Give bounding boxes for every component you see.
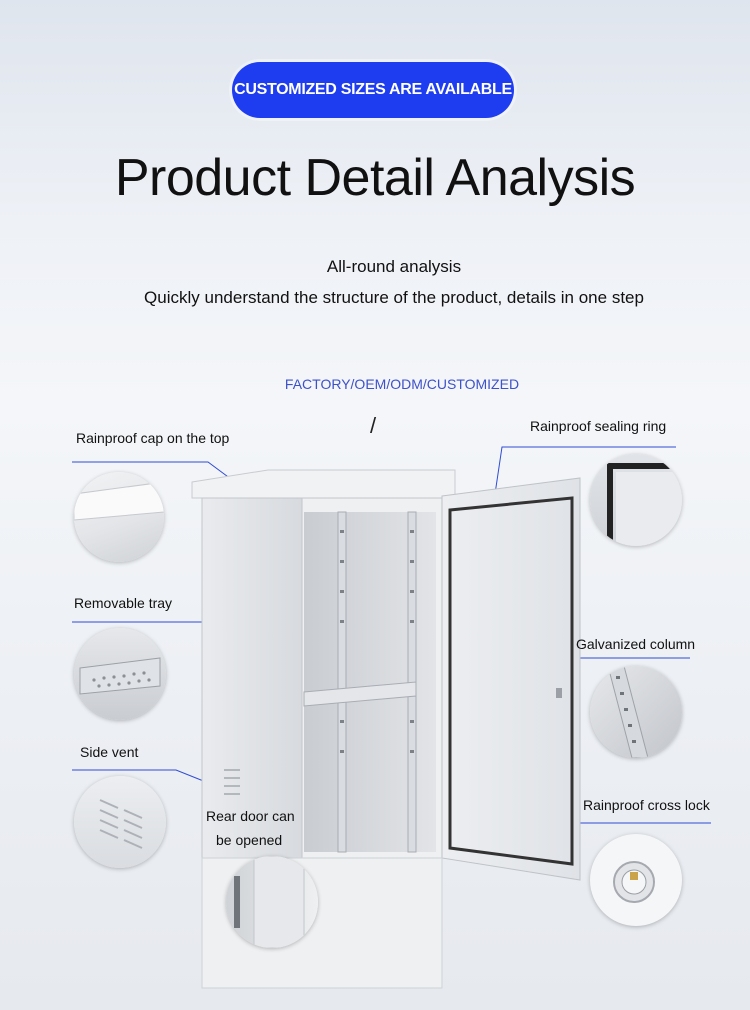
thumb-removable-tray (74, 628, 166, 720)
side-panel (201, 497, 303, 859)
thumb-rear-door (226, 856, 318, 948)
label-cross-lock: Rainproof cross lock (583, 797, 710, 813)
side-vent-slots (224, 769, 240, 795)
label-removable-tray: Removable tray (74, 595, 173, 611)
subtitle-quickly-understand: Quickly understand the structure of the … (144, 288, 644, 307)
thumb-sealing-ring (590, 454, 682, 546)
thumb-cross-lock (590, 834, 682, 926)
roof-cap (191, 469, 456, 499)
removable-tray (303, 681, 417, 707)
page-title: Product Detail Analysis (114, 149, 636, 207)
subtitle-all-round: All-round analysis (326, 257, 462, 276)
label-side-vent: Side vent (80, 744, 139, 760)
label-rear-door-line1: Rear door can (206, 808, 295, 824)
door-sealing-ring (448, 496, 574, 866)
label-galvanized-column: Galvanized column (576, 636, 696, 652)
open-door (441, 477, 581, 881)
label-rainproof-cap: Rainproof cap on the top (76, 430, 230, 446)
slash-mark: / (370, 413, 377, 438)
thumb-side-vent (74, 776, 166, 868)
thumb-rainproof-cap (74, 472, 164, 562)
door-handle (556, 688, 562, 698)
label-sealing-ring: Rainproof sealing ring (530, 418, 667, 434)
factory-tagline: FACTORY/OEM/ODM/CUSTOMIZED (284, 376, 520, 392)
cabinet-illustration (191, 469, 581, 989)
thumb-galvanized-column (590, 666, 682, 758)
customized-sizes-badge: CUSTOMIZED SIZES ARE AVAILABLE (232, 62, 514, 118)
label-rear-door-line2: be opened (216, 832, 283, 848)
